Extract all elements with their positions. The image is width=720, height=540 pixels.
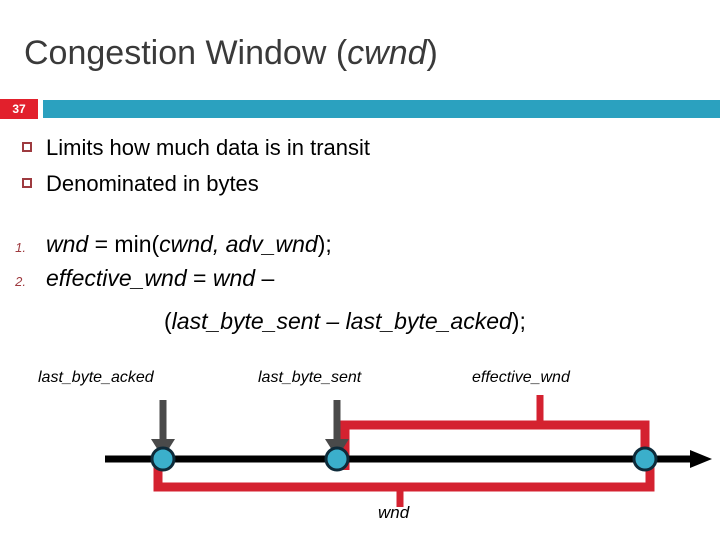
formula-rhs: wnd	[212, 265, 256, 291]
slide-number-band: 37	[0, 99, 720, 119]
list-item: 1. wnd = min(cwnd, adv_wnd);	[0, 228, 720, 262]
accent-bar	[43, 100, 720, 118]
bullet-label: Denominated in bytes	[46, 171, 259, 196]
cont-expression: last_byte_sent – last_byte_acked	[171, 308, 512, 334]
diagram-label-last-byte-sent: last_byte_sent	[258, 369, 362, 386]
cont-open-paren: (	[164, 308, 172, 334]
formula-close-paren: );	[317, 231, 332, 257]
page-title-tail: )	[426, 34, 438, 72]
axis-arrow-head	[690, 450, 712, 468]
formula-args: cwnd, adv_wnd	[159, 231, 318, 257]
list-number: 2.	[15, 274, 26, 289]
formula-lhs: wnd	[46, 231, 89, 257]
formula-open-paren: (	[151, 231, 160, 257]
page-title: Congestion Window (cwnd)	[24, 34, 438, 73]
wnd-bracket	[153, 461, 655, 492]
cont-close: );	[511, 308, 526, 334]
list-item: Limits how much data is in transit	[0, 131, 700, 167]
slide-number-badge: 37	[0, 99, 38, 119]
hollow-square-icon	[22, 178, 32, 188]
last-byte-acked-node	[150, 446, 176, 472]
diagram-label-last-byte-acked: last_byte_acked	[38, 369, 154, 386]
formula-effective-wnd: effective_wnd = wnd –	[46, 262, 274, 294]
list-item: 2. effective_wnd = wnd –	[0, 262, 720, 296]
formula-min: min	[114, 231, 152, 257]
numbered-list: 1. wnd = min(cwnd, adv_wnd); 2. effectiv…	[0, 228, 720, 296]
page-title-main: Congestion Window (	[24, 34, 348, 72]
formula-minus: –	[255, 265, 275, 291]
cwnd-diagram: last_byte_acked last_byte_sent effective…	[0, 355, 720, 540]
diagram-label-effective-wnd: effective_wnd	[472, 369, 570, 386]
effective-wnd-bracket	[340, 420, 650, 470]
diagram-graphics	[105, 395, 712, 507]
formula-continuation: (last_byte_sent – last_byte_acked);	[164, 308, 526, 335]
hollow-square-icon	[22, 142, 32, 152]
formula-eq: =	[186, 265, 213, 291]
effective-wnd-node	[632, 446, 658, 472]
bullet-list: Limits how much data is in transit Denom…	[0, 131, 700, 203]
list-item: Denominated in bytes	[0, 167, 700, 203]
formula-wnd: wnd = min(cwnd, adv_wnd);	[46, 228, 332, 260]
diagram-label-wnd: wnd	[378, 503, 410, 522]
formula-lhs: effective_wnd	[46, 265, 187, 291]
bullet-label: Limits how much data is in transit	[46, 135, 371, 160]
page-title-cwnd: cwnd	[347, 34, 427, 72]
last-byte-sent-node	[324, 446, 350, 472]
list-number: 1.	[15, 240, 26, 255]
formula-eq: =	[88, 231, 115, 257]
